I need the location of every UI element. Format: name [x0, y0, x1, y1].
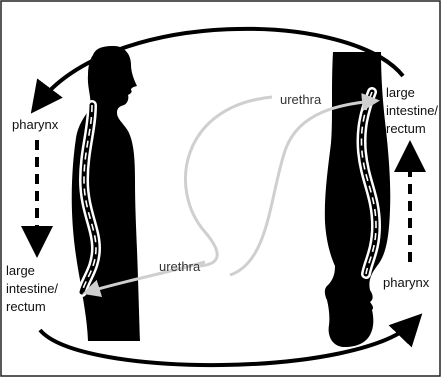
- label-rectum-left: rectum: [6, 299, 46, 314]
- inverted-human-figure: [325, 52, 390, 347]
- label-pharynx-left: pharynx: [12, 117, 59, 132]
- urethra-arrow-top-stroke: [185, 97, 272, 266]
- label-large-left: large: [6, 263, 35, 278]
- label-intestine-left: intestine/: [6, 281, 58, 296]
- label-large-right: large: [386, 85, 415, 100]
- label-urethra-bottom: urethra: [159, 259, 201, 274]
- label-intestine-right: intestine/: [386, 103, 438, 118]
- label-rectum-right: rectum: [386, 121, 426, 136]
- label-pharynx-right: pharynx: [383, 275, 430, 290]
- label-urethra-top: urethra: [280, 92, 322, 107]
